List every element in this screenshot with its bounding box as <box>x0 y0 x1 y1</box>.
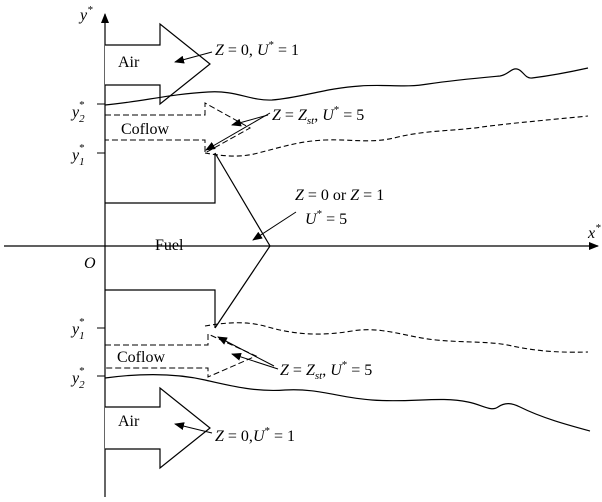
origin-label: O <box>84 255 96 272</box>
leader-flame-bottom <box>217 336 275 367</box>
inner-boundary-top <box>204 115 589 157</box>
coflow-label-top: Coflow <box>121 121 169 138</box>
annotation-coflow-top: Z = Zst, U* = 5 <box>272 104 364 127</box>
leader-flame-top <box>205 112 271 151</box>
outer-boundary-top <box>104 67 589 106</box>
leader-fuel <box>252 211 297 241</box>
leader-air-bottom <box>174 422 213 434</box>
flame-cone <box>214 152 271 329</box>
coflow-arrow-bottom <box>105 333 258 378</box>
coflow-arrow-top <box>105 102 252 154</box>
air-label-top: Air <box>118 54 140 71</box>
x-axis-label: x* <box>587 222 601 242</box>
annotation-fuel-line2: U* = 5 <box>305 208 347 228</box>
annotation-fuel-line1: Z = 0 or Z = 1 <box>295 187 384 204</box>
fuel-inlet-bottom <box>105 289 216 328</box>
annotation-coflow-bottom: Z = Zst, U* = 5 <box>280 359 372 382</box>
inner-boundary-bottom <box>204 322 589 353</box>
air-arrow-top <box>105 22 211 106</box>
y1-tick-label-top: y1* <box>70 142 85 168</box>
air-arrow-bottom <box>105 386 211 470</box>
outer-boundary-bottom <box>104 373 591 432</box>
leader-coflow-bottom <box>231 352 279 370</box>
fuel-label: Fuel <box>155 237 184 254</box>
y-axis-label: y* <box>78 4 93 24</box>
coflow-label-bottom: Coflow <box>117 349 165 366</box>
y1-tick-label-bottom: y1* <box>70 316 85 342</box>
fuel-inlet-top <box>105 153 216 204</box>
leader-air-top <box>174 51 213 64</box>
annotation-air-top: Z = 0, U* = 1 <box>215 39 299 59</box>
y2-tick-label-top: y2* <box>70 99 85 125</box>
y2-tick-label-bottom: y2* <box>70 365 85 391</box>
air-label-bottom: Air <box>118 413 140 430</box>
annotation-air-bottom: Z = 0,U* = 1 <box>215 425 295 445</box>
leader-coflow-top <box>231 114 269 127</box>
